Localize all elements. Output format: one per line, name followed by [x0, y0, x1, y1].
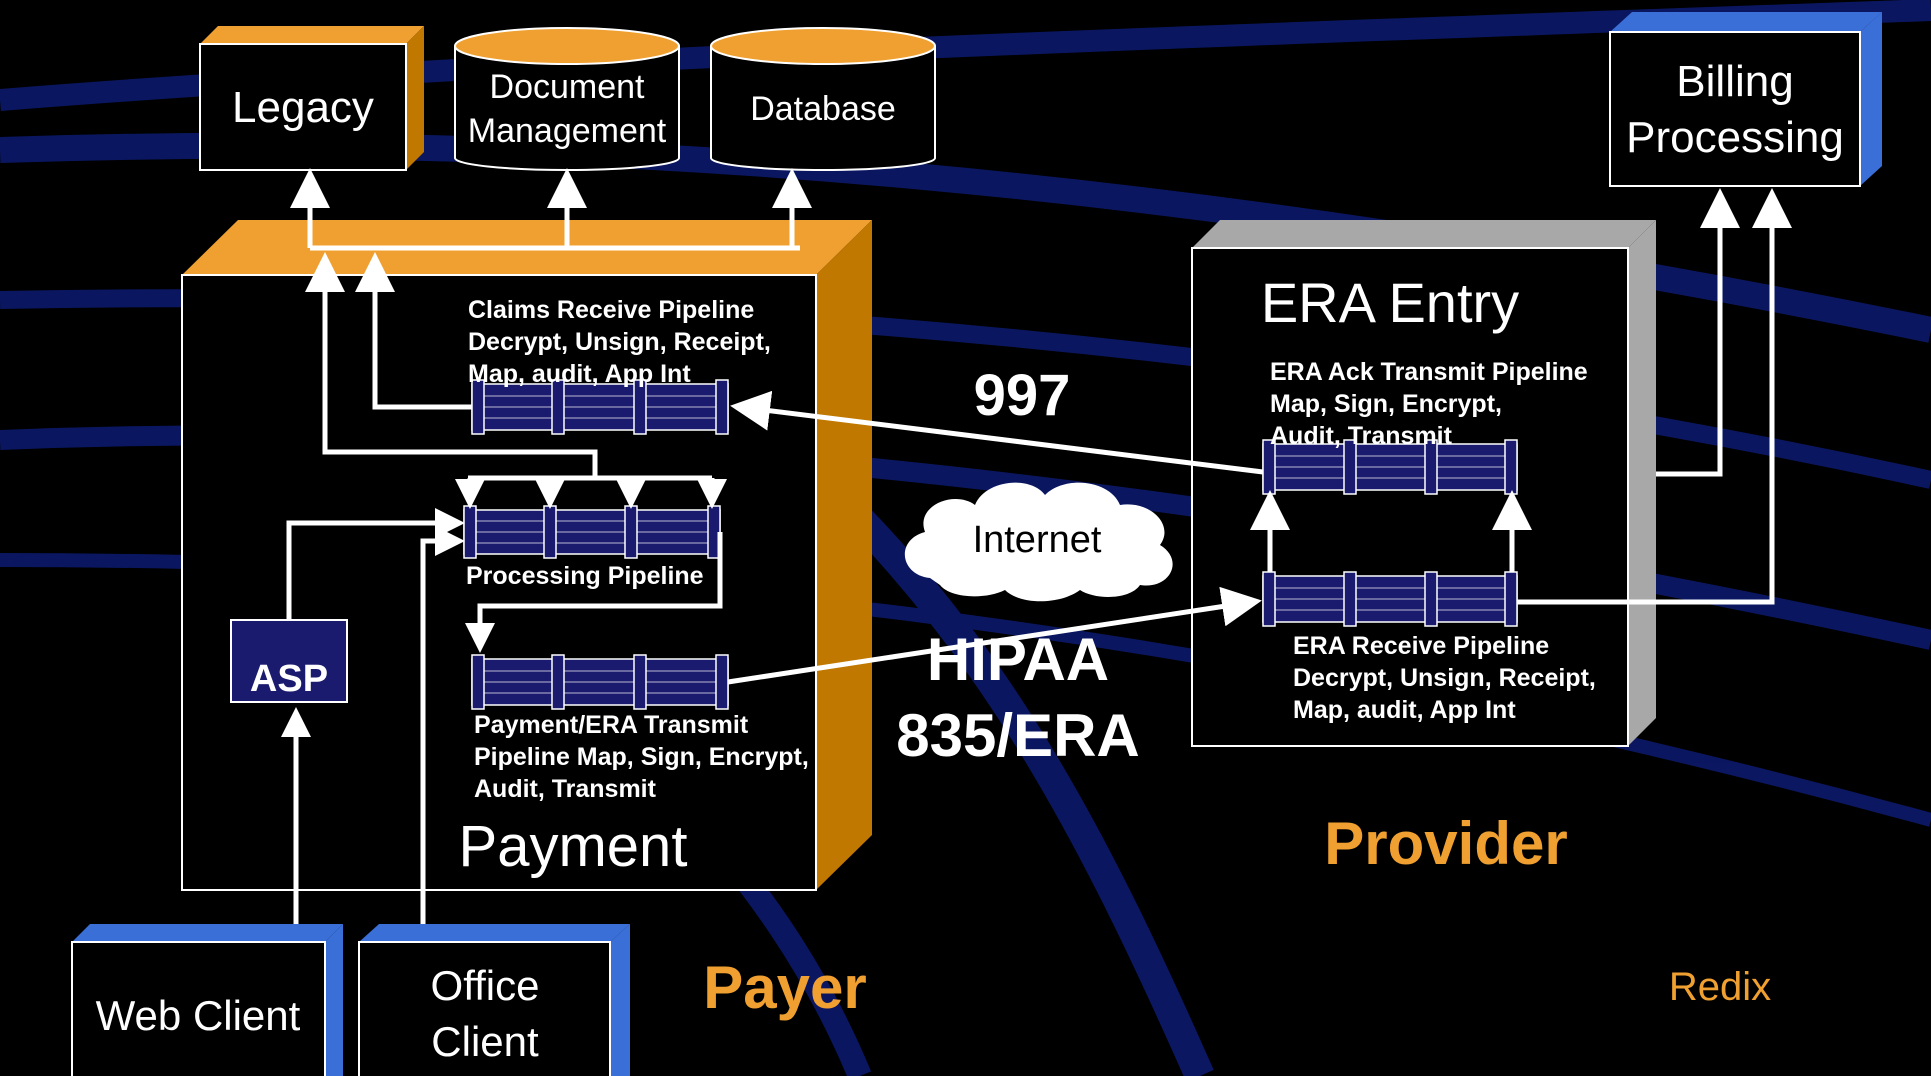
payment-transmit-pipeline: Payment/ERA Transmit Pipeline Map, Sign,… [471, 654, 809, 803]
internet-label: Internet [973, 519, 1102, 561]
redix-label: Redix [1669, 965, 1771, 1009]
payment-title: Payment [459, 814, 688, 879]
processing-pipeline-label: Processing Pipeline [466, 562, 704, 590]
payment-pipeline-line-2: Pipeline Map, Sign, Encrypt, [474, 743, 809, 771]
connectors [281, 168, 1792, 924]
receive-pipeline-line-1: ERA Receive Pipeline [1293, 632, 1549, 660]
claims-pipeline-line-1: Claims Receive Pipeline [468, 296, 754, 324]
office-client-box: Office Client [358, 924, 630, 1076]
payer-server: Payment [181, 220, 872, 891]
arrow-835 [727, 586, 1262, 685]
database-label: Database [750, 90, 896, 128]
document-management-cylinder: Document Management [454, 27, 680, 171]
receive-pipeline-line-2: Decrypt, Unsign, Receipt, [1293, 664, 1596, 692]
internet-cloud: Internet [904, 482, 1173, 602]
billing-label-1: Billing [1676, 57, 1793, 106]
receive-pipeline-line-3: Map, audit, App Int [1293, 696, 1516, 724]
arrow-997 [730, 390, 1264, 475]
processing-pipeline: Processing Pipeline [463, 505, 721, 590]
asp-box: ASP [230, 619, 348, 703]
era-entry-title: ERA Entry [1261, 271, 1519, 334]
ack-997-label: 997 [974, 363, 1071, 428]
ack-pipeline-line-2: Map, Sign, Encrypt, [1270, 390, 1502, 418]
office-client-label-2: Client [431, 1018, 539, 1065]
ack-pipeline-line-3: Audit, Transmit [1270, 422, 1453, 450]
web-client-label: Web Client [96, 992, 301, 1039]
ack-pipeline-line-1: ERA Ack Transmit Pipeline [1270, 358, 1588, 386]
era-receive-pipeline: ERA Receive Pipeline Decrypt, Unsign, Re… [1262, 571, 1596, 724]
document-management-label-2: Management [468, 112, 667, 150]
payer-label: Payer [703, 954, 866, 1021]
document-management-label-1: Document [490, 68, 646, 106]
payment-pipeline-line-1: Payment/ERA Transmit [474, 711, 749, 739]
billing-processing-box: Billing Processing [1609, 12, 1882, 187]
hipaa-label: HIPAA [927, 626, 1109, 693]
claims-pipeline-line-3: Map, audit, App Int [468, 360, 691, 388]
claims-pipeline-line-2: Decrypt, Unsign, Receipt, [468, 328, 771, 356]
835-era-label: 835/ERA [896, 702, 1139, 769]
office-client-label-1: Office [431, 962, 540, 1009]
legacy-label: Legacy [232, 83, 374, 132]
asp-label: ASP [250, 658, 328, 700]
claims-receive-pipeline: Claims Receive Pipeline Decrypt, Unsign,… [468, 296, 771, 435]
provider-label: Provider [1324, 810, 1567, 877]
legacy-box: Legacy [199, 26, 424, 171]
billing-label-2: Processing [1626, 113, 1844, 162]
payment-pipeline-line-3: Audit, Transmit [474, 775, 657, 803]
database-cylinder: Database [710, 27, 936, 171]
era-ack-transmit-pipeline: ERA Ack Transmit Pipeline Map, Sign, Enc… [1262, 358, 1588, 495]
provider-server: ERA Entry [1191, 220, 1656, 747]
web-client-box: Web Client [71, 924, 343, 1076]
